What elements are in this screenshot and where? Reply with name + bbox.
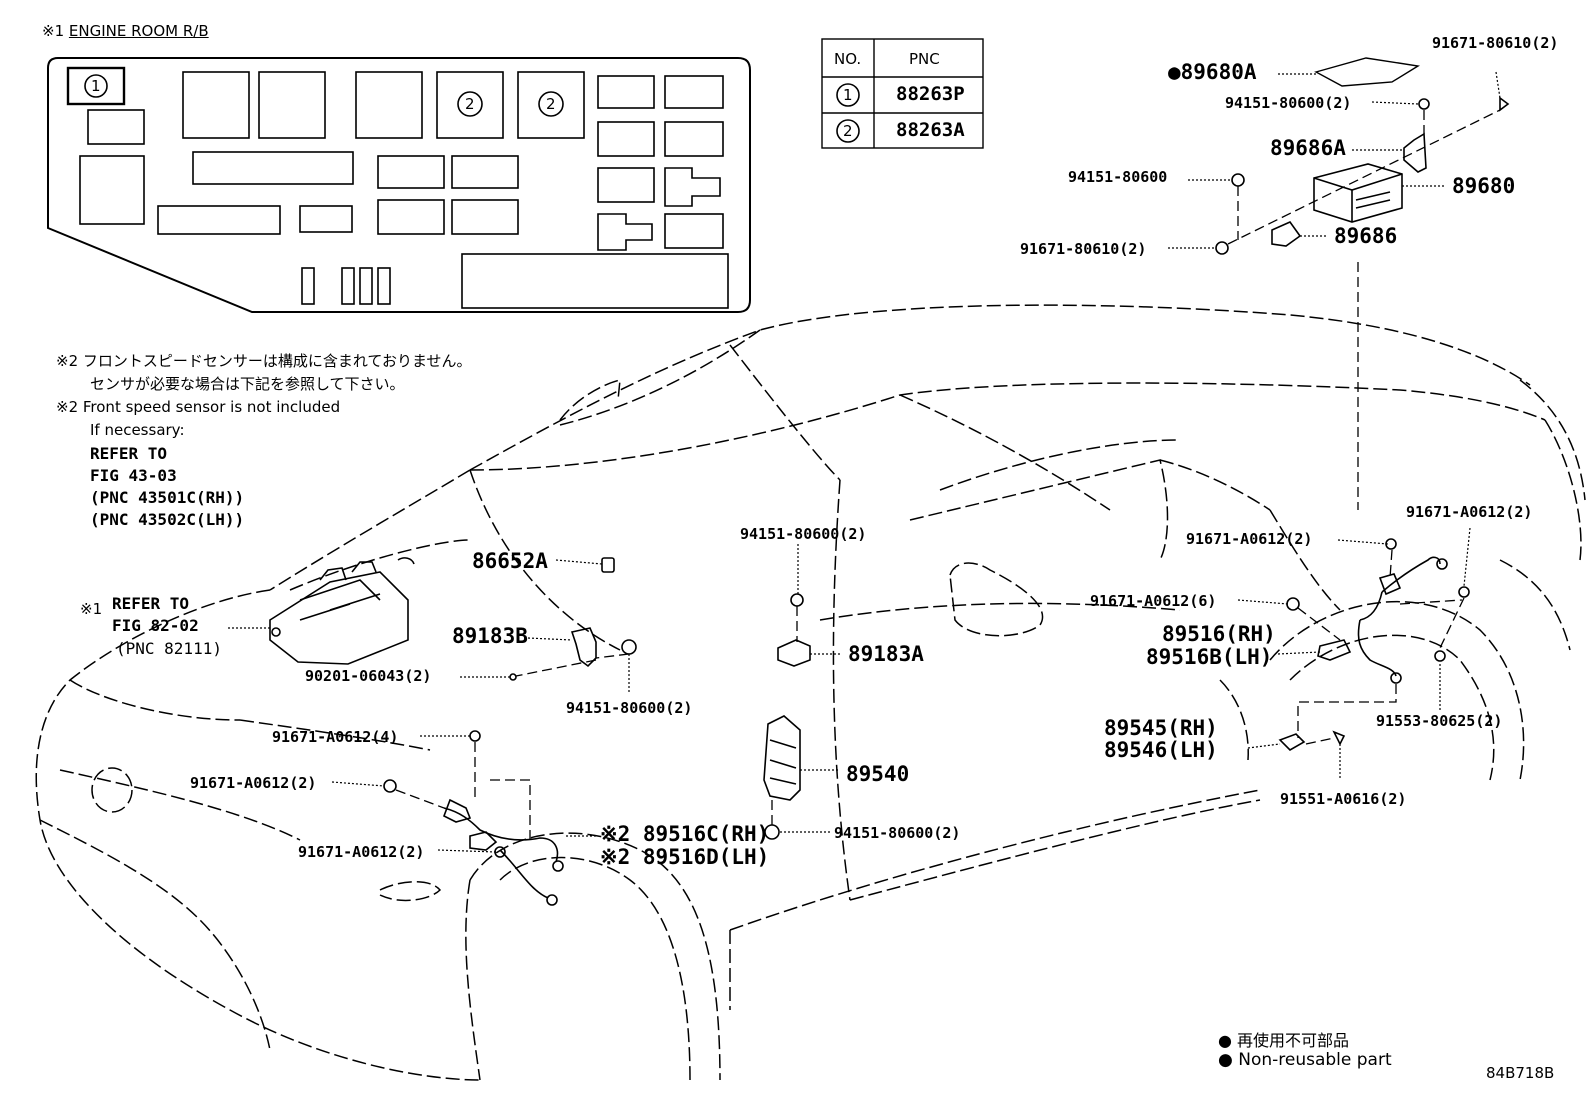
pnc-row-2-pnc: 88263A — [896, 119, 965, 141]
pnc-row-1-no: 1 — [843, 86, 853, 104]
label-89516D-lh: ※2 89516D(LH) — [600, 845, 770, 869]
relay-block-82111 — [269, 557, 415, 665]
note-refer-1: REFER TO — [90, 444, 168, 463]
car-body — [35, 304, 1586, 1081]
refer82-line-3: (PNC 82111) — [116, 639, 222, 658]
label-sheet-89680A — [1314, 57, 1420, 87]
pnc-col-pnc: PNC — [909, 50, 940, 68]
label-91671-80610-top: 91671-80610(2) — [1432, 34, 1559, 52]
label-89686A: 89686A — [1270, 136, 1346, 160]
label-94151-80600-2-center: 94151-80600(2) — [740, 525, 867, 543]
fuse-circle-1: 1 — [91, 77, 101, 95]
sensor-89545 — [1278, 733, 1306, 751]
label-91671-A0612-2-left: 91671-A0612(2) — [190, 774, 317, 792]
module-89540 — [763, 715, 801, 801]
note-jp-1: ※2 フロントスピードセンサーは構成に含まれておりません。 — [56, 352, 472, 370]
label-89545-rh: 89545(RH) — [1104, 716, 1218, 740]
pnc-col-no: NO. — [834, 50, 862, 68]
refer82-line-2: FIG 82-02 — [112, 616, 199, 635]
bracket-89686 — [1271, 221, 1302, 247]
legend-jp: ● 再使用不可部品 — [1218, 1031, 1350, 1050]
label-91671-A0612-6: 91671-A0612(6) — [1090, 592, 1217, 610]
harness-front-89516C — [383, 730, 564, 906]
bolt-91671-80610-top — [1499, 96, 1510, 112]
fuse-box-outline — [47, 57, 751, 313]
note-jp-2: センサが必要な場合は下記を参照して下さい。 — [90, 375, 405, 393]
refer82-line-1: REFER TO — [112, 594, 190, 613]
fuse-circle-2b: 2 — [546, 95, 556, 113]
pnc-row-1-pnc: 88263P — [896, 83, 965, 105]
label-89183B: 89183B — [452, 624, 528, 648]
label-91671-80610-mid: 91671-80610(2) — [1020, 240, 1147, 258]
header-title: ENGINE ROOM R/B — [68, 22, 209, 40]
assembly-lines — [395, 109, 1501, 840]
figure-code: 84B718B — [1486, 1064, 1555, 1082]
label-89686: 89686 — [1334, 224, 1398, 248]
pnc-table-grid — [821, 38, 984, 149]
label-89680: 89680 — [1452, 174, 1516, 198]
label-91671-A0612-2-r1: 91671-A0612(2) — [1186, 530, 1313, 548]
label-94151-80600-2-lower: 94151-80600(2) — [566, 699, 693, 717]
fuse-circle-2a: 2 — [465, 95, 475, 113]
label-89546-lh: 89546(LH) — [1104, 738, 1218, 762]
note-refer-4: (PNC 43502C(LH)) — [90, 510, 245, 529]
section-header: ※1 ENGINE ROOM R/B — [42, 22, 209, 40]
bolt-91551 — [1332, 730, 1346, 746]
label-89516B-lh: 89516B(LH) — [1146, 645, 1273, 669]
label-86652A: 86652A — [472, 549, 548, 573]
label-90201-06043: 90201-06043(2) — [305, 667, 432, 685]
label-91553-80625: 91553-80625(2) — [1376, 712, 1503, 730]
pnc-row-2-no: 2 — [843, 122, 853, 140]
bracket-89183B — [570, 627, 597, 668]
note-refer-3: (PNC 43501C(RH)) — [90, 488, 245, 507]
label-89516-rh: 89516(RH) — [1162, 622, 1276, 646]
note-refer-2: FIG 43-03 — [90, 466, 177, 485]
harness-rear-89516 — [1286, 538, 1470, 684]
leader-lines — [228, 71, 1501, 853]
sensor-89183A — [777, 639, 811, 667]
legend-en: ● Non-reusable part — [1218, 1050, 1392, 1070]
label-91551-A0616: 91551-A0616(2) — [1280, 790, 1407, 808]
note-en-1: ※2 Front speed sensor is not included — [56, 398, 341, 416]
label-91671-A0612-2-left2: 91671-A0612(2) — [298, 843, 425, 861]
bolt-91671-80610-mid — [1215, 241, 1229, 255]
note-en-2: If necessary: — [90, 421, 185, 439]
label-91671-A0612-2-r2: 91671-A0612(2) — [1406, 503, 1533, 521]
header-mark: ※1 — [42, 22, 65, 40]
clip-86652A — [601, 557, 615, 573]
label-94151-80600-2-top: 94151-80600(2) — [1225, 94, 1352, 112]
label-94151-80600-2-bottom: 94151-80600(2) — [834, 824, 961, 842]
ecu-89680 — [1313, 163, 1403, 223]
refer82-mark: ※1 — [80, 600, 103, 618]
label-89516C-rh: ※2 89516C(RH) — [600, 822, 770, 846]
label-91671-A0612-4: 91671-A0612(4) — [272, 728, 399, 746]
label-89183A: 89183A — [848, 642, 924, 666]
label-89540: 89540 — [846, 762, 910, 786]
label-94151-80600: 94151-80600 — [1068, 168, 1168, 186]
nut-94151-top — [1418, 98, 1430, 110]
label-89680A: ●89680A — [1168, 60, 1257, 84]
